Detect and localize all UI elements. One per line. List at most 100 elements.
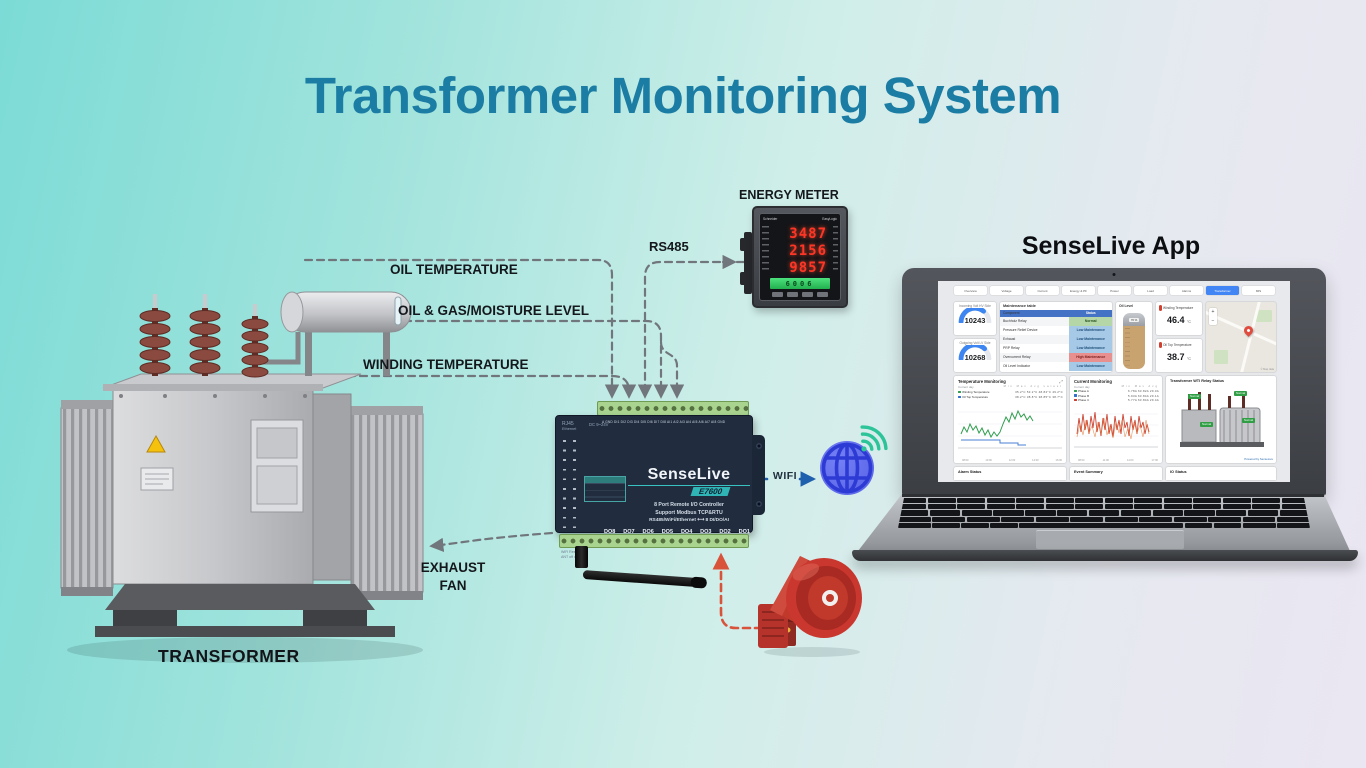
current-chart [1074,411,1158,448]
tab-energy[interactable]: Energy & PF [1062,286,1095,295]
winding-temp-card: Winding Temperature 46.4 °C [1156,302,1202,335]
dashboard-tabs: Overview Voltage Current Energy & PF Pow… [954,286,1275,295]
line-rs485 [637,260,746,399]
tab-overview[interactable]: Overview [954,286,987,295]
led-column-1 [563,440,566,528]
wti-title: Transformer WTI Relay Status [1170,378,1225,383]
mounting-ear [752,435,765,515]
legend-phase-c: Phase C [1078,398,1090,402]
laptop-bezel: Overview Voltage Current Energy & PF Pow… [902,268,1326,496]
oil-top-temp-unit: °C [1187,356,1192,361]
maintenance-rows: Buchholz Relay Normal Pressure Relief De… [1000,316,1112,371]
table-row: Oil Level Indicator Low Maintenance [1000,361,1112,371]
meter-display: 3487 2156 9857 [774,225,827,277]
oil-top-stats: 38.2°C 38.8°C 38.85°C 38.7°C [1015,395,1063,399]
exhaust-fan-label: EXHAUST FAN [418,559,488,595]
alarm-siren [758,556,862,657]
oil-level-title: Oil Level [1119,304,1134,308]
wifi-label: WIFI [772,470,798,482]
legend-oil-top: Oil Top Temperature [962,395,989,399]
temperature-chart [958,409,1062,449]
device-brand: SenseLive [628,466,750,486]
map-zoom-in-button[interactable]: + [1211,309,1215,316]
line-exhaust-fan [429,531,554,552]
meter-face: Schneider EasyLogic 3487 2156 9857 6006 [759,213,841,301]
laptop-hinge [902,494,1324,497]
wti-footer-link[interactable]: Powered by SenseLive [1244,457,1273,461]
antenna-connector [575,546,588,568]
wifi-signal-icon [860,425,888,452]
map-attribution: © Map data [1260,368,1274,371]
oil-temperature-label: OIL TEMPERATURE [390,262,518,277]
transformer-label: TRANSFORMER [158,646,300,666]
legend-phase-a: Phase A [1078,389,1089,393]
tab-power[interactable]: Power [1098,286,1131,295]
thermometer-icon [1159,341,1162,348]
meter-row-2: 2156 [789,242,827,259]
table-row: Pressure Relief Device Low Maintenance [1000,325,1112,335]
tab-mis[interactable]: MIS [1242,286,1275,295]
thermometer-icon [1159,304,1162,311]
current-chart-columns: Min Max Avg [1121,385,1159,388]
line-oil-temperature [303,258,620,399]
line-winding [346,374,637,399]
wti-badge: Normal [1242,418,1256,423]
winding-temperature-label: WINDING TEMPERATURE [363,357,529,372]
oil-level-value: 76 % [1129,317,1139,322]
meter-model: EasyLogic [822,217,837,221]
io-status-strip: IO Status [1166,467,1276,480]
table-row: PRP Relay Low Maintenance [1000,343,1112,353]
legend-dot-blue [958,395,961,399]
page-title: Transformer Monitoring System [304,67,1062,124]
gauge-card-lv: Outgoing Volt LV Side 10268 [954,339,996,372]
temperature-monitoring-card: Temperature Monitoring Current day ⤢ Min… [954,376,1066,463]
exhaust-fan-line1: EXHAUST [420,560,486,575]
map-zoom-out-button[interactable]: − [1211,317,1215,324]
oil-top-temp-card: Oil Top Temperature 38.7 °C [1156,339,1202,372]
winding-temp-value: 46.4 [1166,314,1185,325]
tab-alarms[interactable]: Alarms [1170,286,1203,295]
meter-buttons [772,292,828,297]
temp-chart-subtitle: Current day [958,384,974,389]
oil-tank-graphic: 76 % [1123,313,1145,369]
tab-transformer-active[interactable]: Transformer [1206,286,1239,295]
current-monitoring-card: Current Monitoring Current day Min Max A… [1070,376,1162,463]
table-row: Buchholz Relay Normal [1000,316,1112,326]
device-desc-1: 8 Port Remote I/O Controller [654,502,724,508]
tab-current[interactable]: Current [1026,286,1059,295]
wifi-antenna [582,570,708,589]
oil-top-temp-title: Oil Top Temperature [1163,342,1192,347]
wti-status-card: Transformer WTI Relay Status Normal Norm… [1166,376,1276,463]
power-label: DC 9~24V [589,422,609,427]
meter-row-3: 9857 [789,260,827,277]
meter-mount-tab-top [740,238,752,251]
expand-icon[interactable]: ⤢ [1059,379,1063,384]
internet-globe-icon [820,441,874,495]
webcam-dot [1112,273,1116,276]
exhaust-fan-line2: FAN [439,578,467,594]
current-chart-subtitle: Current day [1074,384,1090,389]
maintenance-header: Component Status [1000,309,1112,317]
gauge-lv-arc [958,345,992,360]
led-legend-table [584,476,626,502]
wti-badge: Normal [1200,422,1214,427]
maintenance-title: Maintenance table [1003,304,1036,308]
meter-brand: Schneider [763,217,778,221]
tab-voltage[interactable]: Voltage [990,286,1023,295]
status-badge: Low Maintenance [1069,361,1112,371]
energy-meter-label: ENERGY METER [739,188,839,202]
meter-mount-tab-bottom [740,272,752,285]
tab-load[interactable]: Load [1134,286,1167,295]
app-title: SenseLive App [1021,232,1201,260]
gauge-hv-arc [958,308,992,323]
energy-meter: Schneider EasyLogic 3487 2156 9857 6006 [752,206,848,308]
legend-phase-b: Phase B [1078,393,1090,398]
status-badge: High Maintenance [1069,352,1112,362]
phase-b-stats: 5.93A 63.84A 29.1A [1128,393,1159,398]
table-row: Overcurrent Relay High Maintenance [1000,352,1112,362]
oil-gas-moisture-label: OIL & GAS/MOISTURE LEVEL [398,303,590,318]
wti-badge: Normal [1234,391,1248,396]
meter-right-labels [833,226,838,274]
io-controller-device: RJ45 Ethernet DC 9~24V A GND DI1 DI2 DI3… [553,398,768,598]
